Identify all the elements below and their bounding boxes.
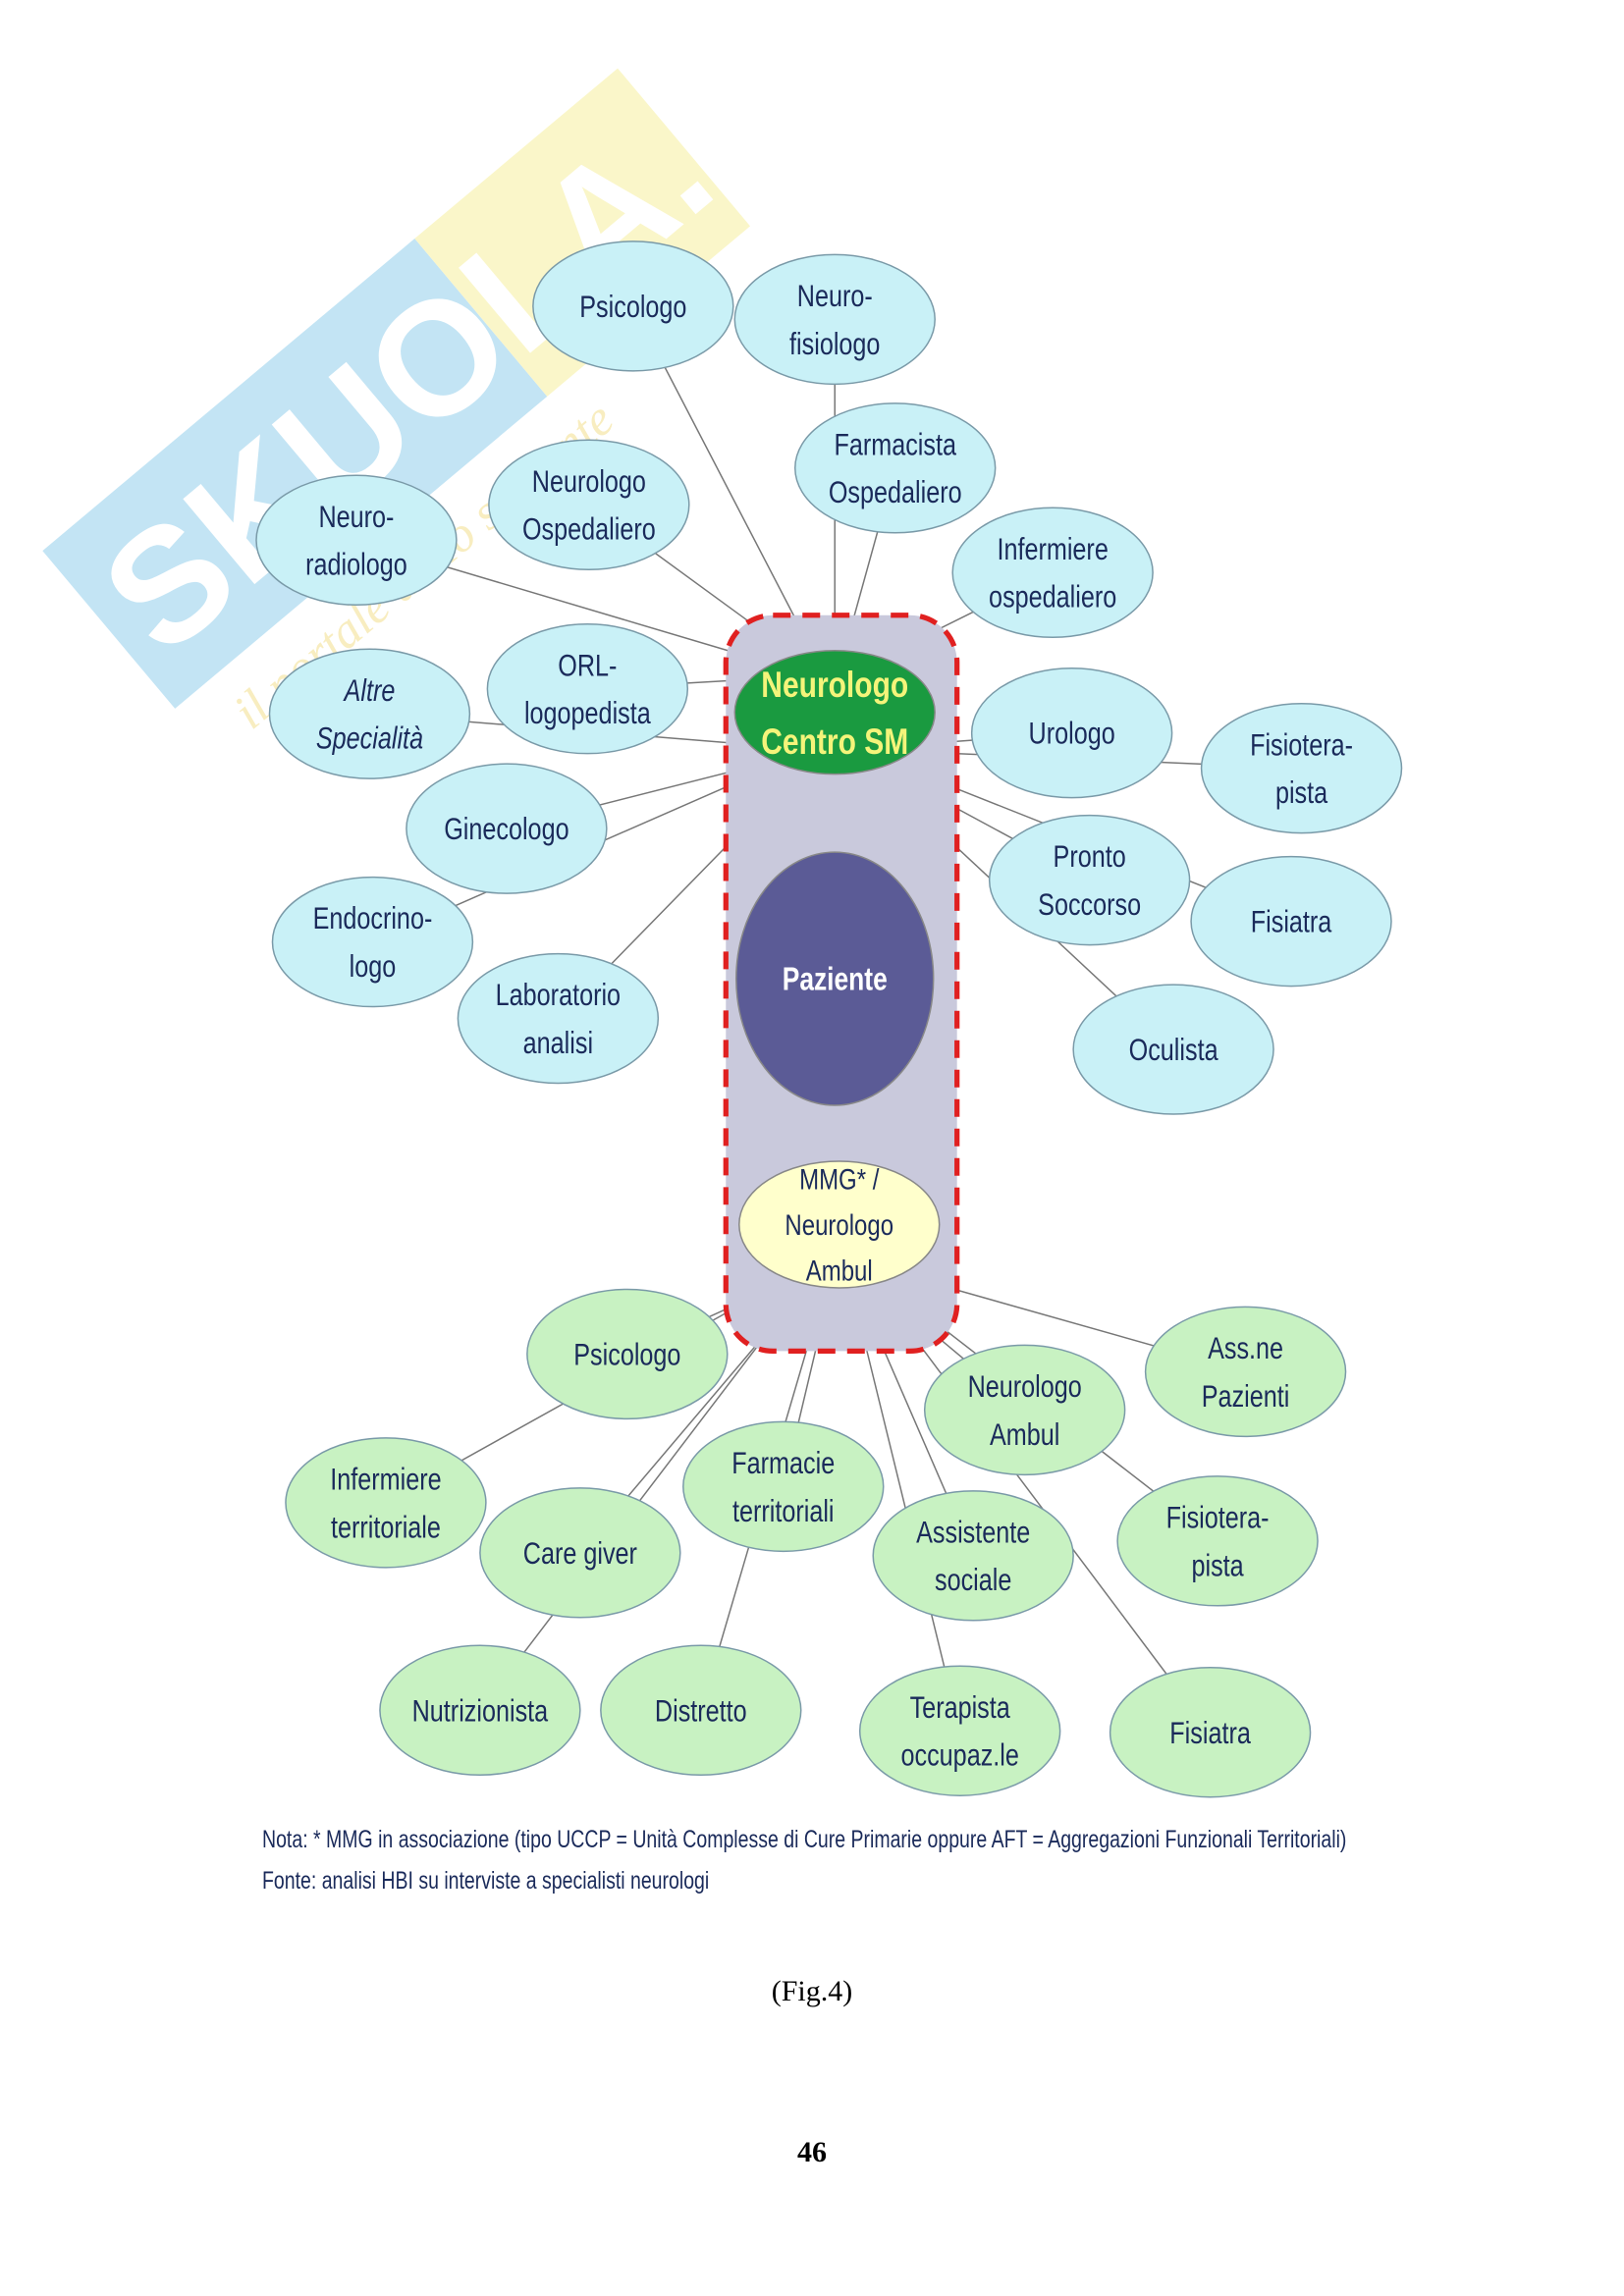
node-label: pista bbox=[1275, 775, 1327, 810]
node-label: analisi bbox=[523, 1026, 593, 1060]
node-label: Infermiere bbox=[330, 1463, 441, 1497]
node-urologo: Urologo bbox=[970, 667, 1173, 799]
node-label: logopedista bbox=[524, 697, 651, 731]
node-neuroradiologo: Neuro-radiologo bbox=[255, 474, 458, 606]
node-label: Pazienti bbox=[1202, 1379, 1290, 1414]
node-label: Neuro- bbox=[318, 500, 394, 534]
node-label: MMG* / bbox=[799, 1162, 880, 1196]
node-label: radiologo bbox=[305, 548, 407, 582]
node-label: Paziente bbox=[783, 962, 888, 997]
node-fisiatra-top: Fisiatra bbox=[1190, 855, 1392, 988]
node-label: territoriali bbox=[732, 1494, 835, 1528]
node-label: territoriale bbox=[331, 1511, 441, 1545]
node-endocrinologo: Endocrino-logo bbox=[271, 876, 474, 1008]
node-label: Fisiotera- bbox=[1250, 728, 1353, 763]
node-label: Ospedaliero bbox=[522, 512, 656, 547]
node-assistente: Assistente sociale bbox=[872, 1490, 1074, 1622]
node-label: Farmacista bbox=[834, 428, 956, 462]
node-label: Fisiatra bbox=[1169, 1716, 1251, 1750]
node-label: Infermiere bbox=[997, 532, 1108, 566]
node-infermiere-osp: Infermiere ospedaliero bbox=[951, 507, 1154, 638]
node-label: Assistente bbox=[916, 1516, 1030, 1550]
node-neurofisiologo: Neuro-fisiologo bbox=[733, 253, 936, 386]
node-label: Centro SM bbox=[761, 721, 908, 763]
node-label: Nutrizionista bbox=[412, 1694, 549, 1729]
node-label: Fisiatra bbox=[1251, 905, 1332, 939]
node-label: Distretto bbox=[655, 1694, 747, 1729]
node-label: Soccorso bbox=[1038, 887, 1141, 922]
node-fisioterapista-bot: Fisiotera-pista bbox=[1116, 1475, 1319, 1607]
node-fisiatra-bot: Fisiatra bbox=[1109, 1667, 1312, 1798]
hub-paziente: Paziente bbox=[735, 851, 935, 1106]
node-distretto: Distretto bbox=[600, 1644, 802, 1776]
node-label: Neurologo bbox=[761, 665, 908, 706]
node-psicologo-top: Psicologo bbox=[532, 240, 734, 372]
node-label: Ambul bbox=[806, 1254, 873, 1287]
figure-caption: (Fig.4) bbox=[771, 1975, 853, 2007]
node-label: Neurologo bbox=[968, 1369, 1082, 1404]
node-label: Neuro- bbox=[797, 279, 873, 313]
node-label: Farmacie bbox=[731, 1446, 835, 1480]
node-label: pista bbox=[1191, 1549, 1243, 1583]
node-label: Terapista bbox=[910, 1690, 1010, 1725]
node-ginecologo: Ginecologo bbox=[406, 763, 608, 894]
node-label: ORL- bbox=[558, 649, 617, 683]
node-label: Endocrino- bbox=[313, 902, 433, 936]
node-fisioterapista-top: Fisiotera-pista bbox=[1200, 702, 1403, 834]
node-label: Altre bbox=[343, 673, 396, 708]
node-label: occupaz.le bbox=[900, 1738, 1018, 1773]
source-text: Fonte: analisi HBI su interviste a speci… bbox=[262, 1867, 710, 1895]
node-label: logo bbox=[350, 949, 397, 984]
node-label: ospedaliero bbox=[989, 580, 1116, 614]
node-label: Ass.ne bbox=[1208, 1331, 1283, 1365]
note-text: Nota: * MMG in associazione (tipo UCCP =… bbox=[262, 1826, 1347, 1853]
node-label: Laboratorio bbox=[496, 979, 621, 1013]
node-label: sociale bbox=[935, 1564, 1011, 1598]
node-label: Psicologo bbox=[579, 290, 686, 324]
node-caregiver: Care giver bbox=[479, 1487, 681, 1619]
node-label: Oculista bbox=[1129, 1033, 1218, 1067]
node-label: Pronto bbox=[1054, 840, 1126, 875]
page-number: 46 bbox=[797, 2136, 827, 2168]
node-label: fisiologo bbox=[789, 327, 880, 361]
node-infermiere-terr: Infermiere territoriale bbox=[285, 1437, 487, 1569]
node-nutrizionista: Nutrizionista bbox=[379, 1644, 581, 1776]
node-label: Ginecologo bbox=[444, 813, 568, 847]
node-oculista: Oculista bbox=[1072, 984, 1274, 1115]
node-label: Neurologo bbox=[785, 1207, 893, 1241]
node-label: Ambul bbox=[990, 1417, 1059, 1452]
node-label: Care giver bbox=[523, 1536, 638, 1571]
node-terapista: Terapista occupaz.le bbox=[858, 1665, 1061, 1796]
node-laboratorio: Laboratorio analisi bbox=[457, 952, 660, 1085]
node-orl: ORL-logopedista bbox=[486, 622, 689, 755]
node-label: Psicologo bbox=[573, 1338, 680, 1372]
node-psicologo-bot: Psicologo bbox=[526, 1288, 729, 1420]
node-farmacie-terr: Farmacie territoriali bbox=[682, 1420, 885, 1553]
node-label: Urologo bbox=[1029, 717, 1115, 751]
node-label: Neurologo bbox=[532, 464, 646, 499]
node-label: Specialità bbox=[316, 721, 423, 756]
node-label: Fisiotera- bbox=[1166, 1501, 1270, 1535]
node-label: Ospedaliero bbox=[829, 476, 962, 510]
